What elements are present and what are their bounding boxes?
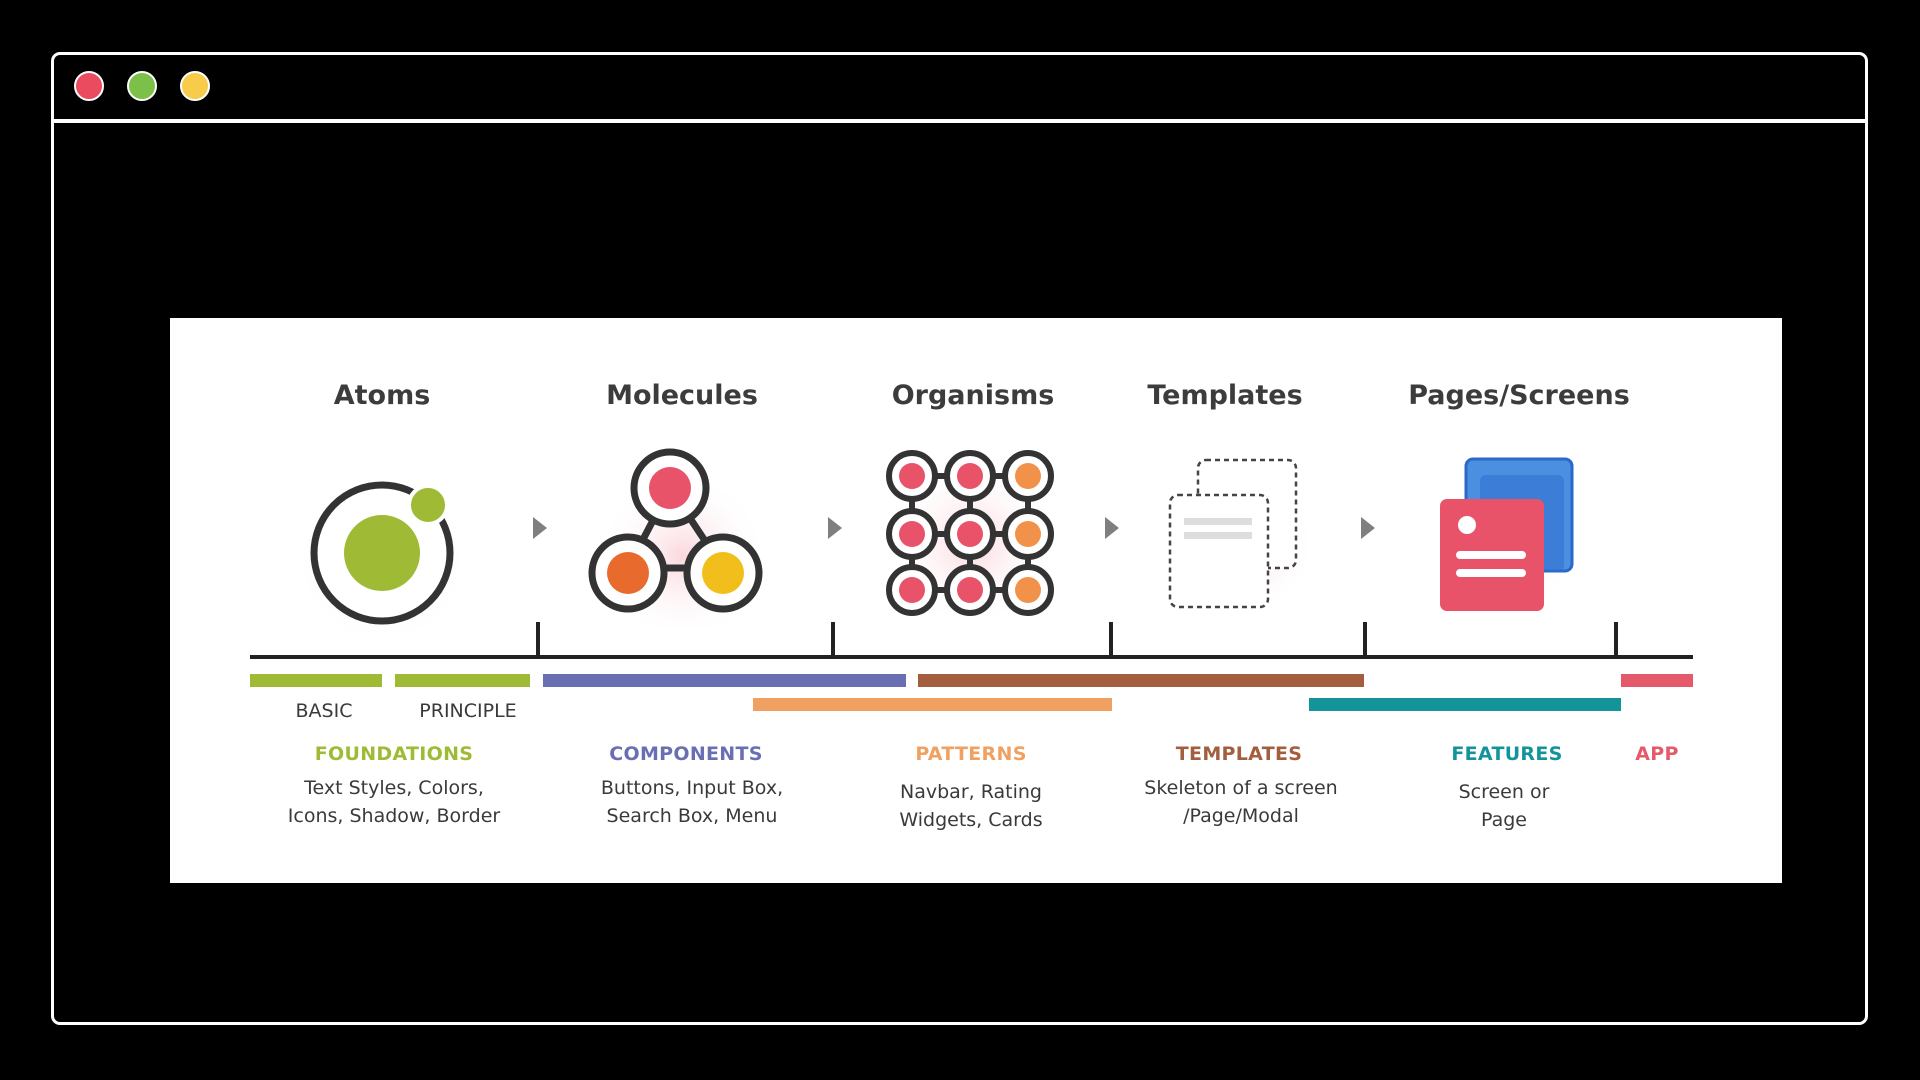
description-templates: Skeleton of a screen /Page/Modal [1144, 777, 1338, 827]
molecule-icon [588, 448, 768, 628]
title-bar [54, 55, 1865, 123]
category-features: FEATURES [1451, 743, 1563, 765]
maximize-button[interactable] [127, 71, 157, 101]
arrow-right-icon [1361, 517, 1375, 539]
atomic-design-diagram: Atoms Molecules Organisms Templates Page… [170, 318, 1782, 883]
category-app: APP [1635, 743, 1679, 765]
arrow-right-icon [828, 517, 842, 539]
description-components: Buttons, Input Box, Search Box, Menu [600, 777, 784, 827]
range-bar-basic [250, 674, 382, 687]
range-bar-app [1621, 674, 1693, 687]
category-foundations: FOUNDATIONS [314, 743, 474, 765]
range-bar-features [1309, 698, 1621, 711]
category-templates: TEMPLATES [1175, 743, 1303, 765]
timeline-tick [1614, 622, 1618, 657]
range-bar-principle [395, 674, 530, 687]
timeline-axis [250, 655, 1693, 659]
stage-title-organisms: Organisms [891, 380, 1055, 411]
arrow-right-icon [533, 517, 547, 539]
stage-title-templates: Templates [1147, 380, 1303, 411]
minimize-button[interactable] [180, 71, 210, 101]
timeline-tick [831, 622, 835, 657]
stage-title-molecules: Molecules [606, 380, 758, 411]
range-bar-components [543, 674, 906, 687]
organism-grid-icon [886, 449, 1057, 619]
category-patterns: PATTERNS [915, 743, 1027, 765]
sub-label-principle: PRINCIPLE [419, 700, 517, 722]
category-components: COMPONENTS [609, 743, 763, 765]
timeline-tick [536, 622, 540, 657]
close-button[interactable] [74, 71, 104, 101]
stage-title-pages: Pages/Screens [1408, 380, 1630, 411]
range-bar-templates [918, 674, 1364, 687]
template-pages-icon [1168, 458, 1310, 609]
timeline-tick [1109, 622, 1113, 657]
description-patterns: Navbar, Rating Widgets, Cards [899, 781, 1043, 831]
description-foundations: Text Styles, Colors, Icons, Shadow, Bord… [287, 777, 501, 827]
arrow-right-icon [1105, 517, 1119, 539]
sub-label-basic: BASIC [295, 700, 353, 722]
page-screen-icon [1440, 457, 1580, 611]
timeline-tick [1363, 622, 1367, 657]
description-features: Screen or Page [1458, 781, 1550, 831]
stage-title-atoms: Atoms [333, 380, 431, 411]
atom-icon [297, 468, 467, 633]
range-bar-patterns [753, 698, 1112, 711]
